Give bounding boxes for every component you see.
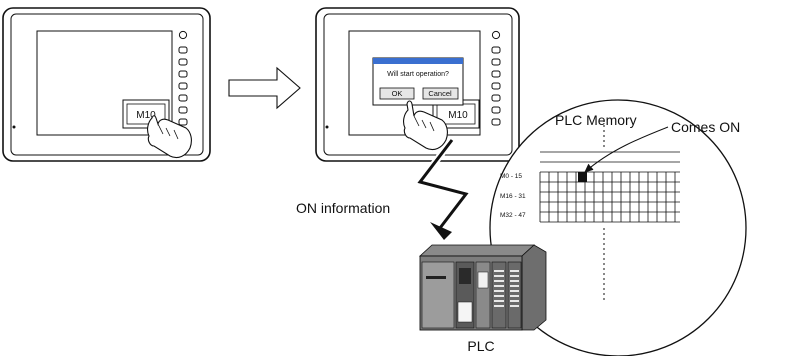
panel-side-buttons bbox=[178, 30, 188, 126]
hand-pointer-icon bbox=[147, 115, 192, 159]
touch-panel-before: M10 bbox=[2, 7, 211, 162]
arrow-right-icon bbox=[228, 66, 301, 110]
memory-bit-on bbox=[578, 172, 587, 182]
plc-memory-title: PLC Memory bbox=[555, 112, 637, 128]
memory-row-label: M32 - 47 bbox=[500, 212, 526, 219]
on-information-label: ON information bbox=[296, 200, 390, 216]
plc-memory-view: PLC Memory M0 - 15 M16 - 31 M32 - 47 Com… bbox=[489, 99, 747, 357]
memory-row-label: M16 - 31 bbox=[500, 193, 526, 200]
plc-label: PLC bbox=[467, 338, 494, 354]
svg-text:Cancel: Cancel bbox=[428, 89, 452, 98]
hand-pointer-icon bbox=[403, 100, 448, 151]
touch-panel-after: M10 Will start operation? OK Cancel bbox=[315, 7, 520, 162]
switch-m10-label: M10 bbox=[448, 110, 468, 121]
lightning-arrow-icon bbox=[414, 137, 473, 240]
switch-m10-before[interactable]: M10 bbox=[122, 99, 170, 129]
panel-side-buttons bbox=[491, 30, 501, 126]
dialog-ok-button[interactable]: OK bbox=[379, 87, 415, 100]
comes-on-callout: Comes ON bbox=[671, 119, 740, 135]
dialog-titlebar bbox=[373, 58, 463, 64]
memory-row-label: M0 - 15 bbox=[500, 173, 522, 180]
callout-arrow bbox=[584, 126, 669, 173]
memory-grid bbox=[539, 151, 680, 223]
dialog-cancel-button[interactable]: Cancel bbox=[422, 87, 459, 100]
switch-m10-label: M10 bbox=[136, 110, 156, 121]
confirm-dialog: Will start operation? OK Cancel bbox=[372, 57, 464, 106]
svg-text:OK: OK bbox=[392, 89, 403, 98]
plc-icon bbox=[418, 244, 547, 331]
dialog-message: Will start operation? bbox=[387, 71, 449, 78]
